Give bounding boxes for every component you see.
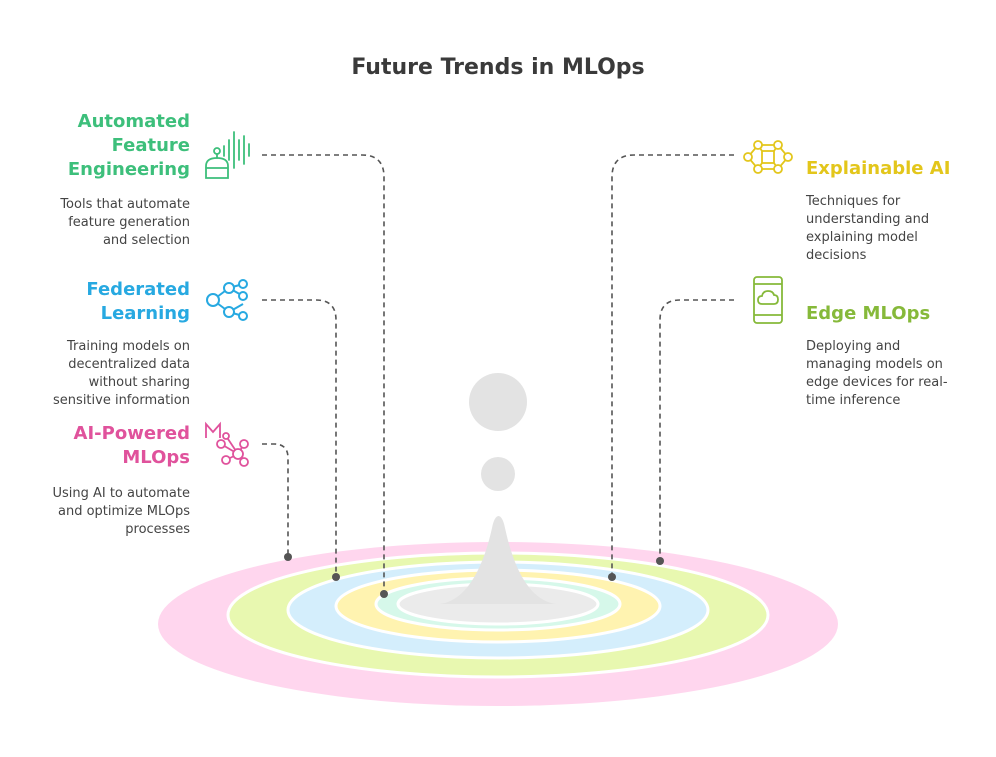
network-share-icon [206,279,248,321]
splash-spike [440,516,556,604]
heading-ai-powered-mlops: AI-Powered MLOps [73,423,190,468]
desc-federated-learning: Training models on decentralized data wi… [53,339,190,408]
desc-automated-feature-engineering: Tools that automate feature generation a… [60,197,190,248]
connector-ai-powered [262,443,289,557]
heading-automated-feature-engineering: Automated Feature Engineering [67,111,190,180]
connector-federated [262,299,337,577]
connector-explainable [611,154,734,577]
diagram-title: Future Trends in MLOps [351,55,645,80]
heading-explainable-ai: Explainable AI [806,158,951,179]
drop-large [469,373,527,431]
dot-ai-powered [284,553,292,561]
heading-federated-learning: Federated Learning [86,279,190,324]
dot-automated-feature [380,590,388,598]
connector-dots [284,553,664,598]
water-drop [440,373,556,604]
dot-explainable [608,573,616,581]
desc-explainable-ai: Techniques for understanding and explain… [806,194,930,263]
heading-edge-mlops: Edge MLOps [806,303,931,324]
connectors [262,154,734,593]
phone-cloud-icon [753,276,783,324]
dot-federated [332,573,340,581]
desc-edge-mlops: Deploying and managing models on edge de… [806,339,948,408]
ai-network-icon [205,421,249,467]
connector-automated-feature [262,154,385,593]
hexagon-network-icon [743,140,793,174]
drop-small [481,457,515,491]
robot-voice-icon [205,131,250,179]
desc-ai-powered-mlops: Using AI to automate and optimize MLOps … [52,486,190,537]
connector-edge [659,299,734,561]
dot-edge [656,557,664,565]
